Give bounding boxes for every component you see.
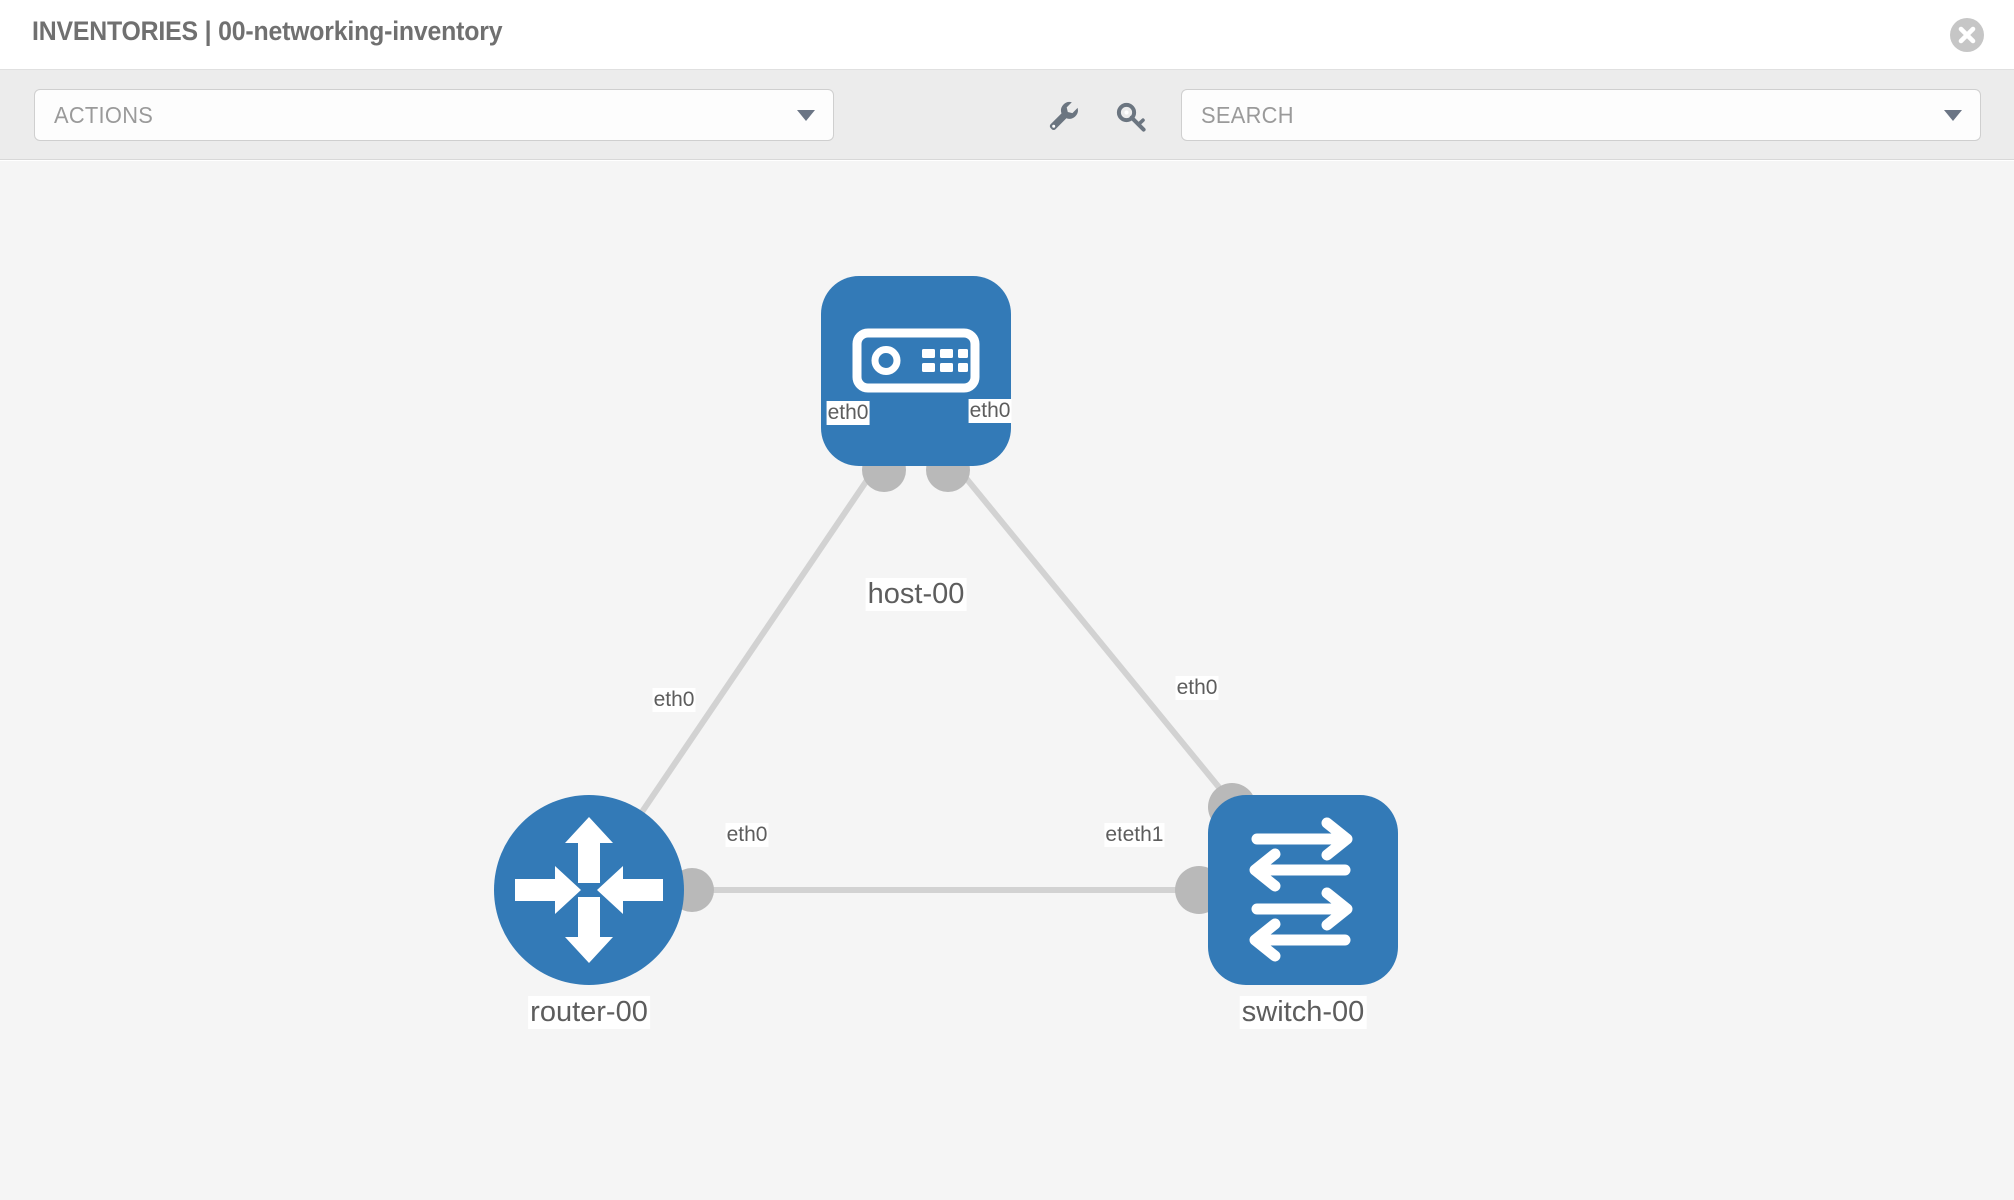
edge-label-eth0: eth0 [826, 401, 870, 425]
chevron-down-icon[interactable] [797, 109, 815, 121]
node-label-host-00: host-00 [865, 578, 967, 611]
edge-label-eth0: eth0 [725, 823, 769, 847]
close-icon[interactable] [1950, 18, 1984, 52]
topology-canvas[interactable]: eth0 eth0 eth0 eth0 eth0 eth eth1 host-0… [0, 161, 2014, 1200]
toolbar: ACTIONS SEARCH [0, 70, 2014, 160]
wrench-icon[interactable] [1045, 98, 1081, 134]
search-input-label: SEARCH [1201, 101, 1294, 128]
node-label-router-00: router-00 [528, 996, 650, 1029]
search-input[interactable]: SEARCH [1181, 89, 1981, 141]
actions-dropdown-label: ACTIONS [54, 101, 154, 128]
chevron-down-icon[interactable] [1944, 109, 1962, 121]
edge-label-eth0: eth0 [968, 399, 1012, 423]
topology-graph [494, 276, 1398, 985]
key-icon[interactable] [1114, 98, 1150, 134]
node-switch-00[interactable] [1208, 795, 1398, 985]
window-header: INVENTORIES | 00-networking-inventory [0, 0, 2014, 70]
actions-dropdown[interactable]: ACTIONS [34, 89, 834, 141]
page-title: INVENTORIES | 00-networking-inventory [32, 16, 503, 46]
node-label-switch-00: switch-00 [1239, 996, 1367, 1029]
edge-label-eth1: eth1 [1121, 823, 1165, 847]
edge-label-eth0: eth0 [652, 688, 696, 712]
node-router-00[interactable] [494, 795, 684, 985]
edge-label-eth0: eth0 [1175, 676, 1219, 700]
node-host-00[interactable] [821, 276, 1011, 466]
